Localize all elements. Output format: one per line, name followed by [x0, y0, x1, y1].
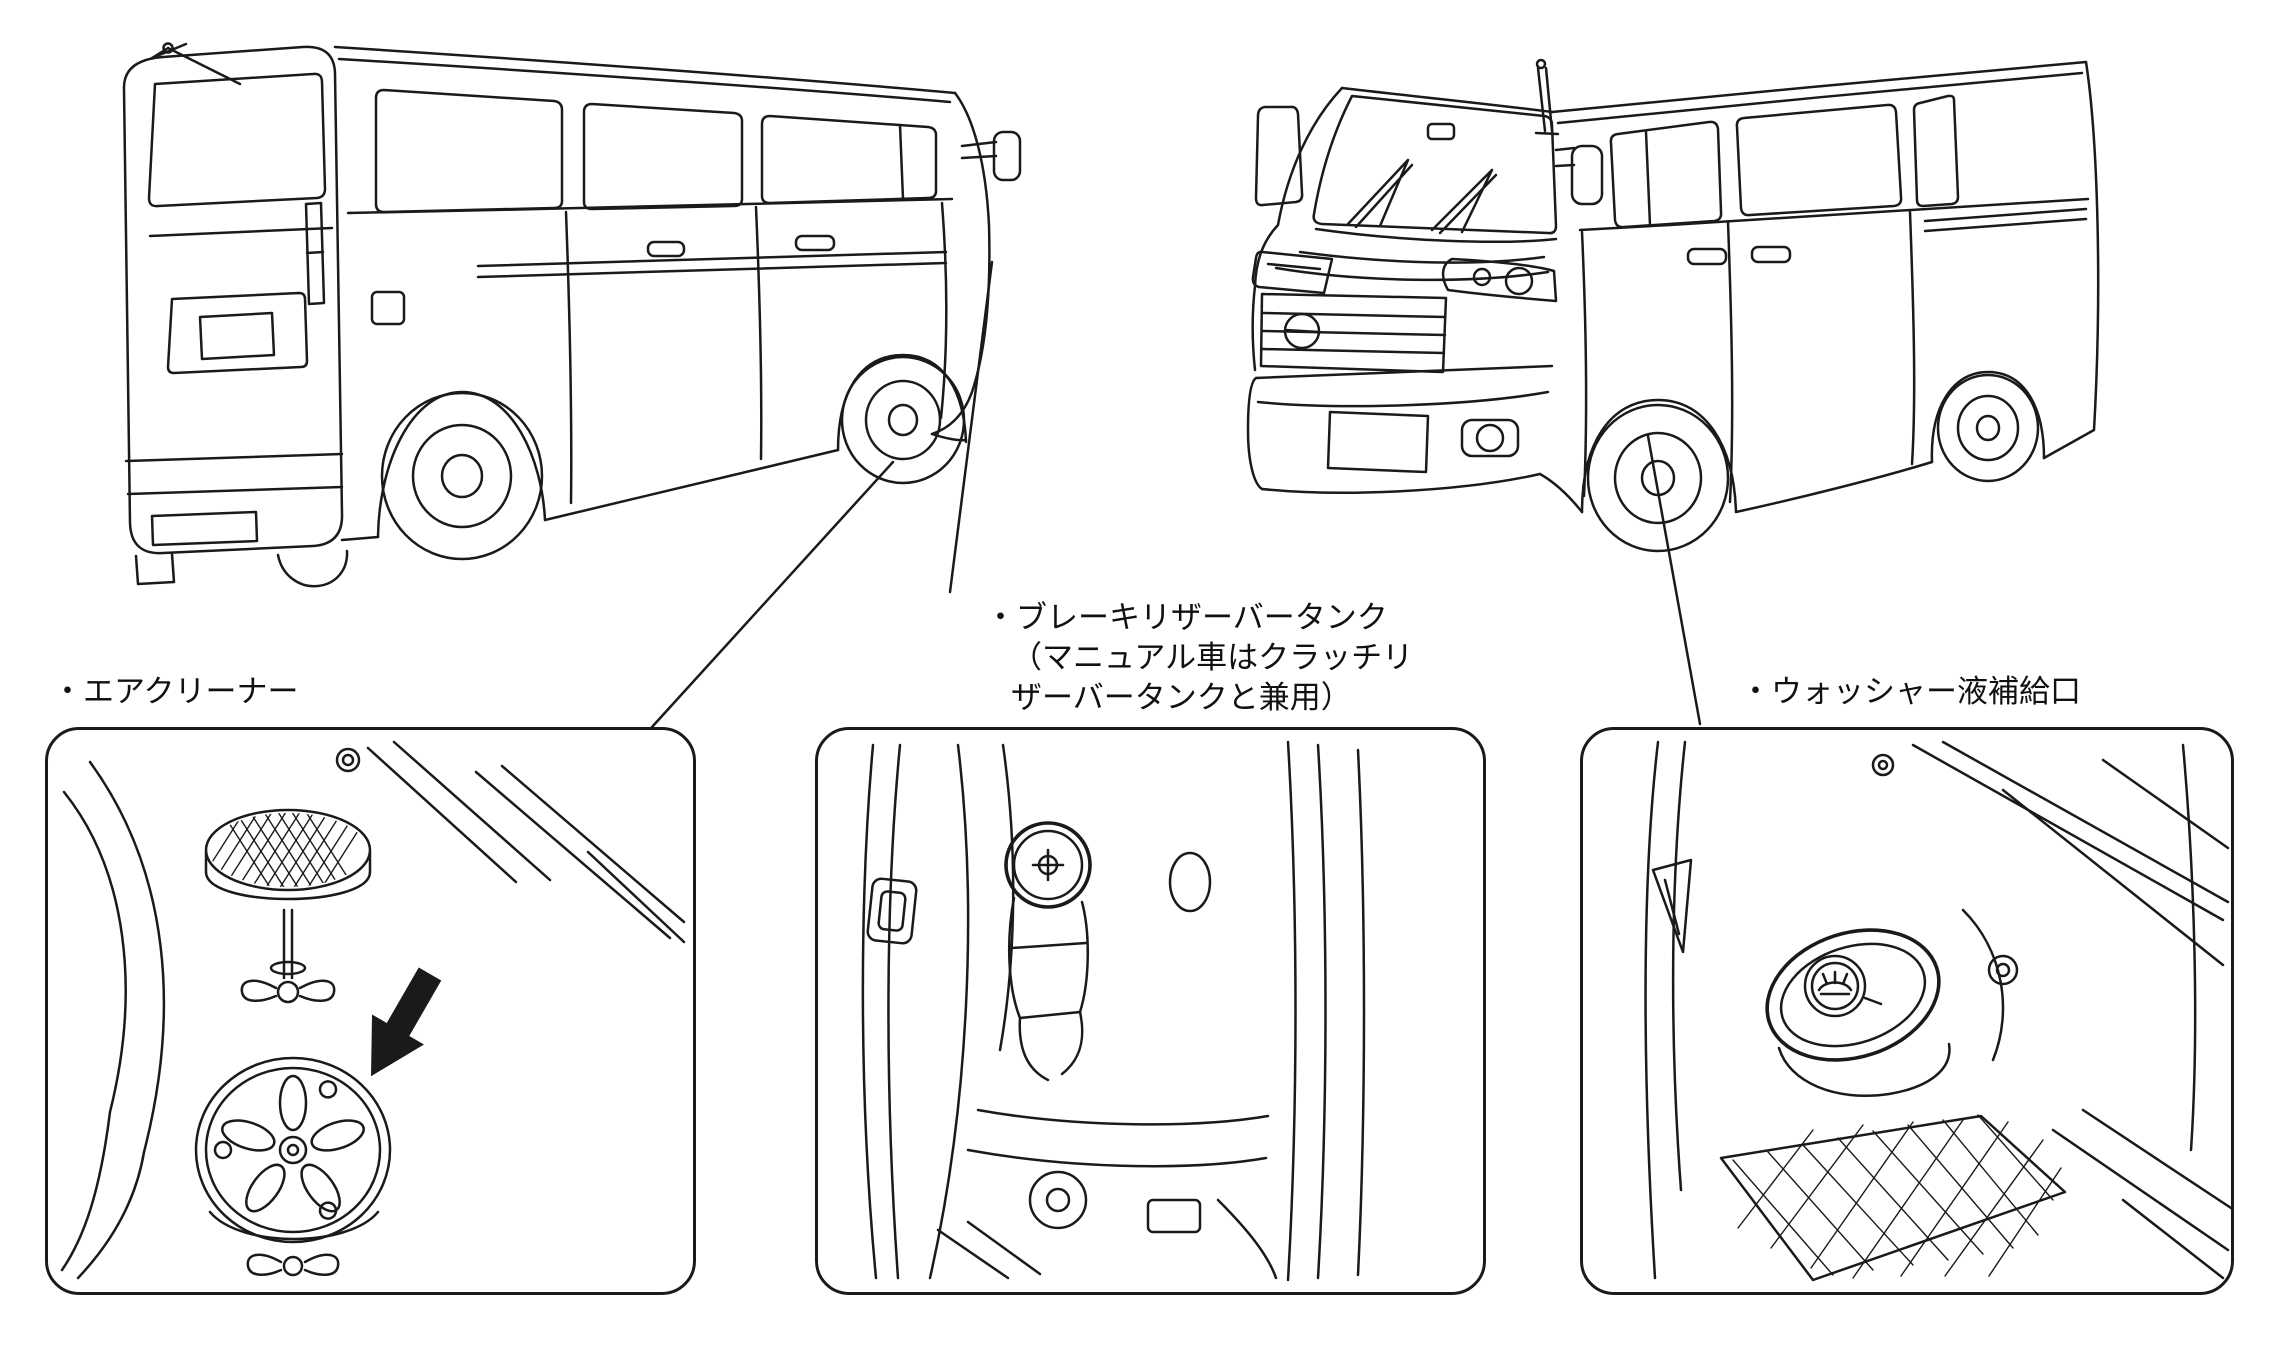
washer-filler-detail-illustration	[1644, 740, 2231, 1282]
washer-fluid-label: ・ウォッシャー液補給口	[1740, 674, 2081, 710]
leader-washer-filler	[1646, 434, 1702, 726]
air-cleaner-detail-panel	[45, 727, 696, 1295]
air-cleaner-label: ・エアクリーナー	[52, 674, 299, 710]
brake-reservoir-detail-panel	[815, 727, 1486, 1295]
air-cleaner-detail-illustration	[60, 740, 686, 1280]
left-van-mirror-icon	[960, 130, 1022, 182]
van-rear-quarter-illustration	[122, 42, 1022, 588]
brake-reservoir-label-line3: ザーバータンクと兼用）	[1011, 680, 1352, 716]
leader-lines	[650, 260, 1702, 729]
washer-symbol-icon	[1817, 970, 1853, 996]
down-arrow-icon	[371, 967, 442, 1077]
leader-brake-reservoir	[948, 260, 994, 594]
washer-filler-detail-panel	[1580, 727, 2234, 1295]
right-van-mirror-icon	[1554, 144, 1604, 206]
brake-reservoir-detail-illustration	[861, 740, 1366, 1282]
brake-reservoir-label-line2: （マニュアル車はクラッチリ	[1011, 640, 1414, 676]
brake-reservoir-label: ・ブレーキリザーバータンク （マニュアル車はクラッチリ ザーバータンクと兼用）	[985, 598, 1413, 718]
van-front-quarter-illustration	[1246, 58, 2100, 553]
brake-reservoir-label-line1: ・ブレーキリザーバータンク	[985, 600, 1388, 636]
leader-air-cleaner	[650, 460, 895, 729]
